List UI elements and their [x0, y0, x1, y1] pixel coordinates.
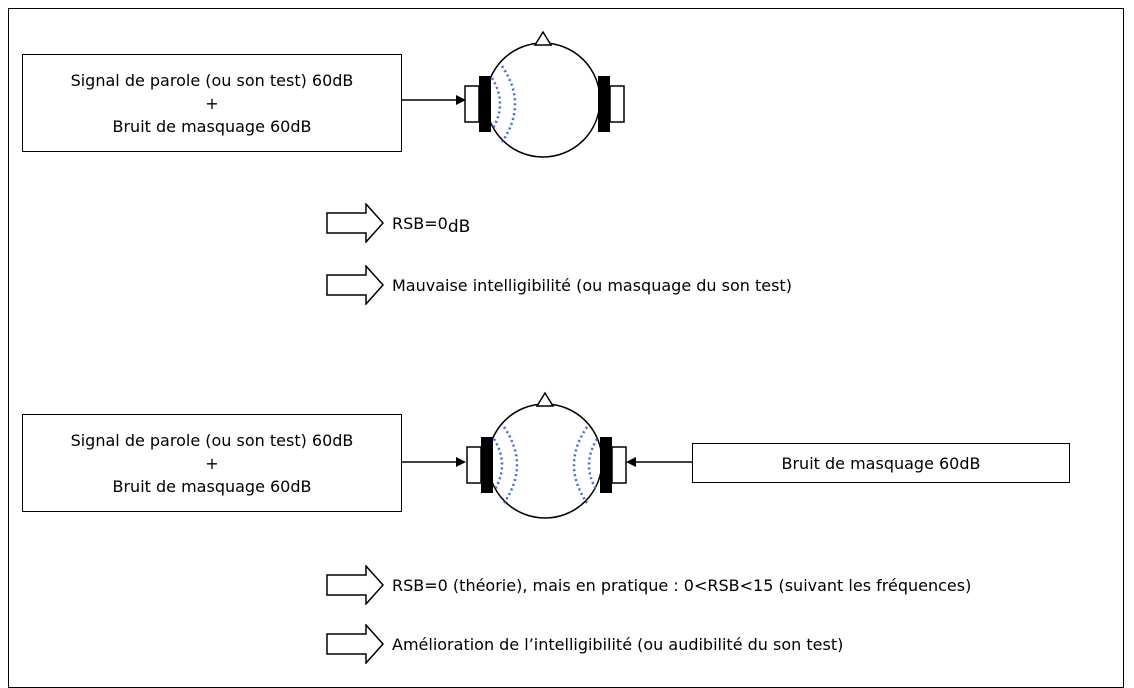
- plus-sign: +: [205, 453, 219, 473]
- conclusion-rsb-2: RSB=0 (théorie), mais en pratique : 0<RS…: [326, 565, 971, 605]
- input-arrow-head: [456, 457, 466, 467]
- head-circle: [487, 403, 603, 519]
- sound-wave-left-outer: [502, 426, 519, 504]
- nose-triangle: [535, 391, 555, 407]
- head-diagram-2: [402, 391, 692, 519]
- head-diagram-1: [402, 30, 625, 158]
- signal-label: Signal de parole (ou son test) 60dB: [70, 430, 354, 450]
- sound-wave-right-outer: [572, 426, 589, 504]
- masking-noise-box: Bruit de masquage 60dB: [692, 443, 1070, 483]
- intelligibility-improvement-text: Amélioration de l’intelligibilité (ou au…: [392, 634, 844, 654]
- conclusion-intelligibility-1: Mauvaise intelligibilité (ou masquage du…: [326, 265, 792, 305]
- plus-sign: +: [205, 93, 219, 113]
- masking-noise-label: Bruit de masquage 60dB: [781, 453, 981, 473]
- signal-noise-box-1: Signal de parole (ou son test) 60dB + Br…: [22, 54, 402, 152]
- right-earphone-pad: [598, 76, 610, 132]
- block-arrow-icon: [326, 203, 384, 243]
- rsb-unit: dB: [447, 217, 471, 237]
- noise-arrow-head: [626, 457, 636, 467]
- rsb-practice-text: RSB=0 (théorie), mais en pratique : 0<RS…: [392, 575, 972, 595]
- signal-label: Signal de parole (ou son test) 60dB: [70, 70, 354, 90]
- intelligibility-text: Mauvaise intelligibilité (ou masquage du…: [392, 275, 792, 295]
- signal-noise-box-2: Signal de parole (ou son test) 60dB + Br…: [22, 414, 402, 512]
- right-earphone-pad: [600, 437, 612, 493]
- block-arrow-icon: [326, 624, 384, 664]
- sound-wave-left-outer: [500, 65, 517, 143]
- left-earphone-pad: [479, 76, 491, 132]
- conclusion-rsb-1: RSB=0 dB: [326, 203, 470, 243]
- right-earphone-cup: [611, 446, 627, 484]
- sound-wave-left-inner: [490, 77, 502, 131]
- block-arrow-icon: [326, 565, 384, 605]
- sound-wave-left-inner: [492, 438, 504, 492]
- rsb-text: RSB=0: [392, 213, 448, 233]
- noise-label: Bruit de masquage 60dB: [112, 476, 312, 496]
- right-earphone-cup: [609, 85, 625, 123]
- input-arrow-head: [456, 95, 466, 105]
- conclusion-intelligibility-2: Amélioration de l’intelligibilité (ou au…: [326, 624, 843, 664]
- block-arrow-icon: [326, 265, 384, 305]
- nose-triangle: [533, 30, 553, 46]
- sound-wave-right-inner: [587, 438, 599, 492]
- noise-label: Bruit de masquage 60dB: [112, 116, 312, 136]
- left-earphone-pad: [481, 437, 493, 493]
- left-earphone-cup: [466, 446, 482, 484]
